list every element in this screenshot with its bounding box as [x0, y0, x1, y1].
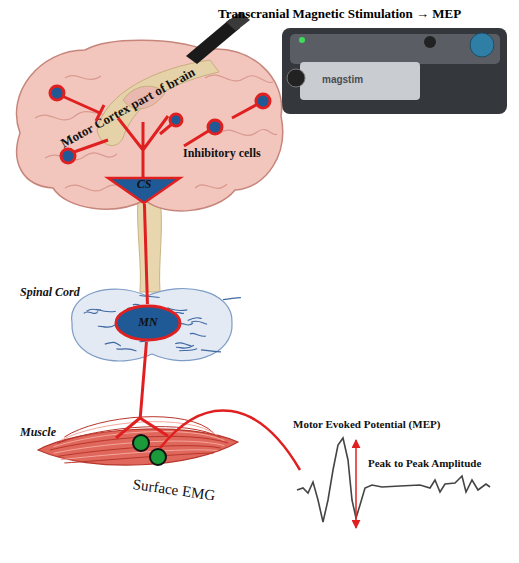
cord-texture	[201, 350, 221, 352]
inhibitory-cell	[256, 94, 270, 108]
spinal-cord-section: MNSpinal Cord	[62, 278, 240, 372]
motor-neuron: MN	[114, 304, 182, 342]
emg-electrode	[150, 449, 166, 465]
inhibitory-cell	[61, 149, 75, 163]
inhibitory-axon	[62, 96, 104, 121]
stimulator-body	[282, 28, 507, 114]
stimulator-socket	[424, 36, 436, 48]
corticospinal-neuron: CS	[106, 176, 182, 204]
cord-outline	[72, 289, 232, 361]
muscle-fiber	[57, 427, 221, 444]
motor-axon-branches	[116, 418, 168, 438]
measure-label: Peak to Peak Amplitude	[368, 457, 481, 469]
brain-gyrus	[205, 75, 273, 83]
muscle-shape: Muscle	[38, 418, 238, 472]
muscle-fiber	[64, 453, 213, 463]
cord-texture	[191, 321, 207, 324]
muscle-fiber	[54, 431, 225, 446]
brainstem	[138, 198, 162, 292]
tms-coil	[186, 19, 240, 64]
cord-texture	[188, 318, 202, 321]
inhibitory-axon	[184, 130, 210, 146]
inhibitory-cell	[50, 86, 64, 100]
brain-gyrus	[65, 76, 101, 80]
electrode-label: Surface EMG	[132, 476, 216, 504]
emg-electrode	[133, 435, 149, 451]
motor-cortex-band	[97, 60, 219, 146]
neuron-label: CS	[137, 178, 152, 191]
mep-waveform	[297, 438, 490, 522]
cord-texture	[87, 309, 101, 311]
nerve-pathway	[144, 204, 147, 304]
emg-lead	[160, 410, 300, 470]
brain-gyrus	[195, 184, 227, 188]
device-brand: magstim	[322, 74, 363, 85]
stimulator-knob	[287, 69, 305, 87]
cord-texture	[223, 298, 241, 300]
neuron-soma	[116, 306, 180, 340]
brain-gyrus	[45, 153, 117, 160]
cord-texture	[117, 349, 137, 351]
cord-texture	[98, 324, 116, 327]
pyramidal-dendrites	[118, 116, 168, 178]
inhibitory-axon	[232, 104, 258, 118]
amplitude-arrow	[355, 440, 357, 528]
cord-texture	[179, 349, 197, 351]
cord-texture	[105, 342, 121, 346]
cell-label: Inhibitory cells	[183, 147, 261, 160]
cord-texture	[140, 296, 160, 298]
signal-label: Motor Evoked Potential (MEP)	[293, 418, 440, 430]
inhibitory-axon	[160, 124, 172, 134]
muscle-fiber	[61, 450, 217, 460]
power-led	[299, 37, 305, 43]
neuron-label: MN	[138, 316, 157, 329]
region-label: Spinal Cord	[20, 286, 80, 299]
stimulator-button	[470, 33, 494, 57]
muscle-fiber	[50, 436, 228, 450]
brain-gyrus	[220, 129, 277, 135]
cord-texture	[175, 343, 191, 346]
cord-texture	[84, 311, 98, 313]
nerve-pathway	[140, 342, 146, 418]
cord-texture	[190, 333, 206, 336]
figure-title: Transcranial Magnetic Stimulation → MEP	[218, 6, 461, 22]
region-label: Muscle	[20, 426, 56, 439]
cord-texture	[176, 345, 194, 348]
inhibitory-axon	[74, 140, 108, 152]
muscle-fiber	[57, 446, 221, 457]
stimulator-panel	[300, 62, 420, 100]
stimulator-top	[290, 34, 500, 64]
brain-region: CSMotor Cortex part of brainInhibitory c…	[5, 38, 287, 220]
brain-outline	[16, 40, 282, 211]
inhibitory-cell	[208, 120, 222, 134]
inhibitory-cell	[170, 114, 182, 126]
neuron-soma	[108, 178, 180, 203]
muscle-shape-art	[38, 418, 238, 472]
